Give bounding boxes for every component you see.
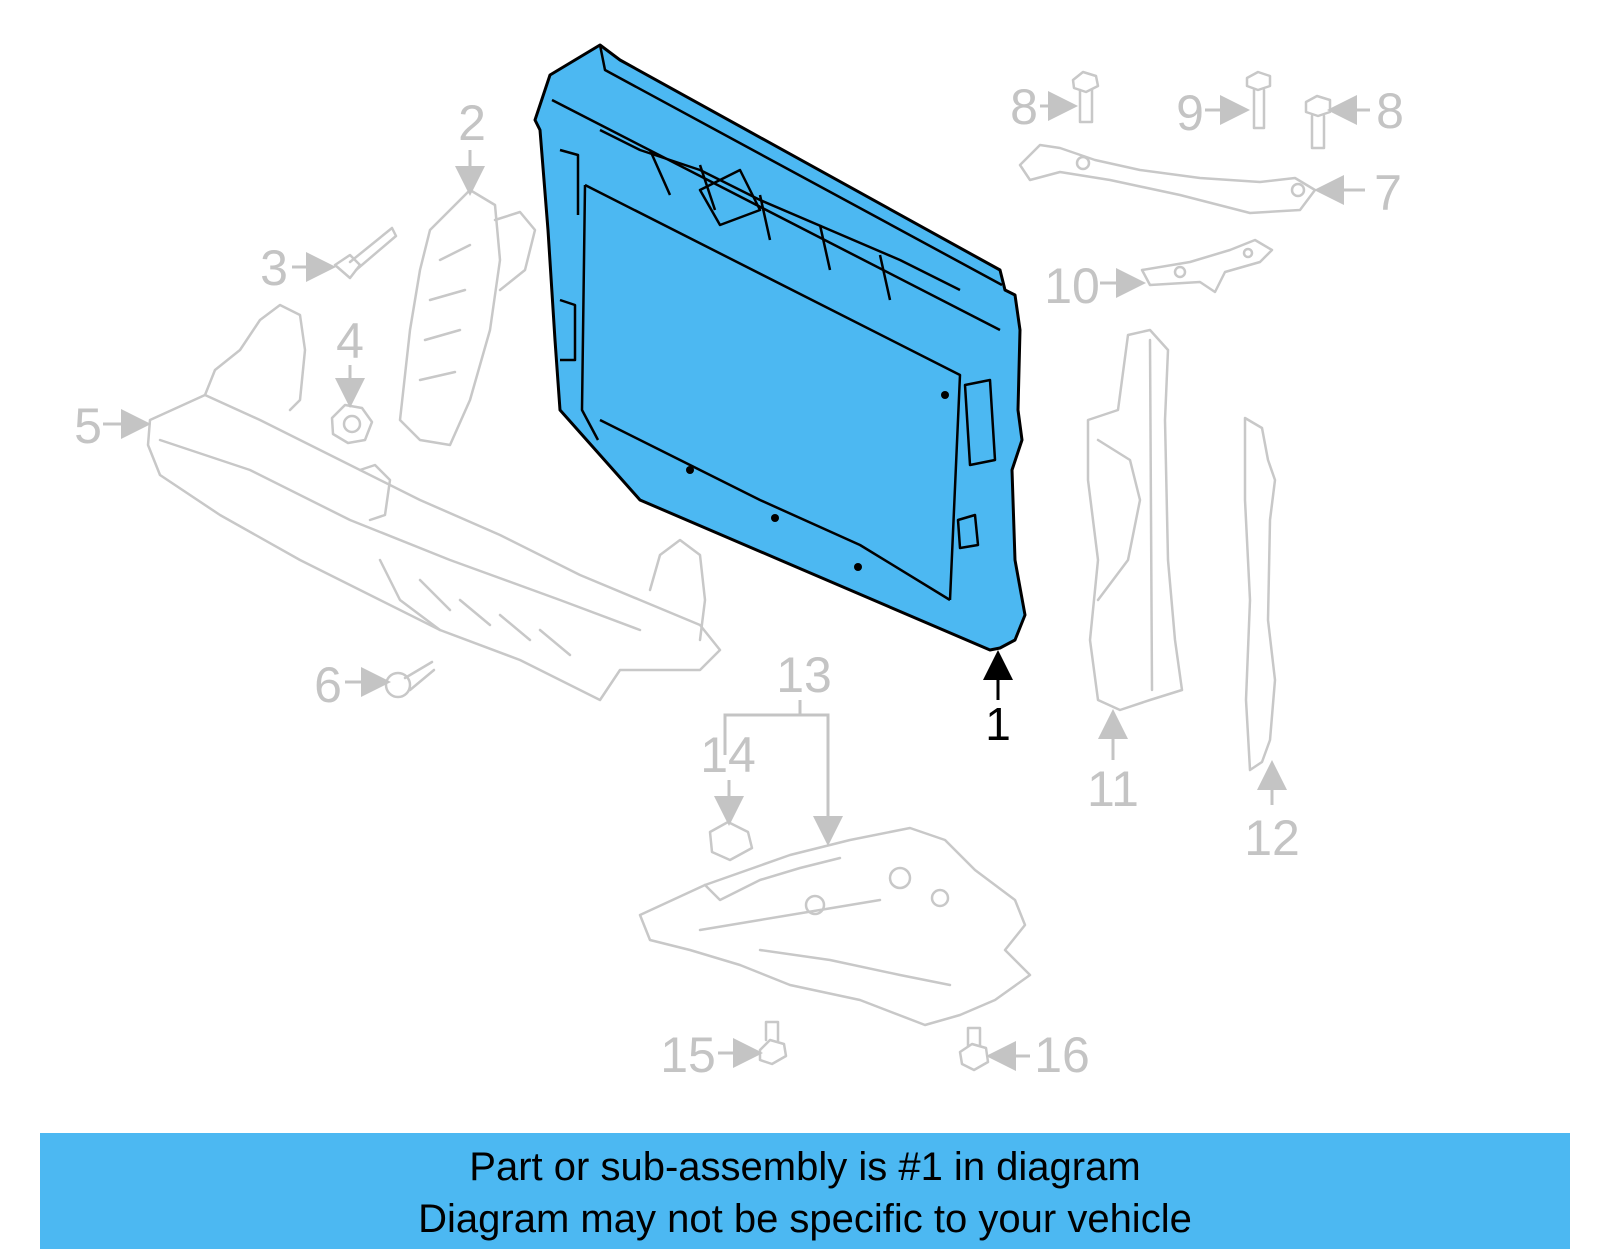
part-12-seal	[1243, 416, 1277, 772]
part-2-side-bracket	[398, 188, 537, 447]
part-5-lower-beam	[146, 303, 722, 702]
part-8-bolt-right	[1304, 94, 1332, 150]
part-13-splash-shield	[638, 826, 1032, 1027]
callout-2: 2	[458, 95, 486, 151]
part-8-bolt-left	[1071, 70, 1100, 124]
caption-banner: Part or sub-assembly is #1 in diagram Di…	[40, 1133, 1570, 1249]
callout-11: 11	[1087, 761, 1139, 817]
part-9-bolt	[1245, 70, 1272, 130]
callout-16: 16	[1034, 1027, 1090, 1083]
part-3-bolt	[333, 226, 398, 280]
callout-8-right: 8	[1376, 83, 1404, 139]
part-7-upper-bracket	[1018, 143, 1317, 215]
part-15-bolt	[758, 1020, 788, 1066]
part-1-radiator-support	[533, 43, 1027, 652]
callout-15: 15	[660, 1027, 716, 1083]
part-16-bolt	[958, 1026, 990, 1072]
part-6-screw	[384, 660, 436, 699]
part-4-nut	[330, 403, 374, 445]
callout-10: 10	[1044, 258, 1100, 314]
part-10-bracket	[1140, 238, 1274, 294]
callout-5: 5	[74, 398, 102, 454]
caption-line-2: Diagram may not be specific to your vehi…	[418, 1197, 1192, 1241]
callout-12: 12	[1244, 810, 1300, 866]
callout-14: 14	[700, 727, 756, 783]
callout-8-left: 8	[1010, 79, 1038, 135]
parts-diagram: 1 2 3 4 5 6 7 8 8 9 10 11 12 13 14 15 16	[74, 43, 1404, 1083]
callout-3: 3	[260, 240, 288, 296]
leader-lines	[103, 91, 1370, 1071]
callout-7: 7	[1374, 165, 1402, 221]
callout-9: 9	[1176, 85, 1204, 141]
callout-13: 13	[776, 647, 832, 703]
callout-1: 1	[985, 698, 1011, 750]
callout-6: 6	[314, 657, 342, 713]
caption-line-1: Part or sub-assembly is #1 in diagram	[469, 1145, 1141, 1189]
part-11-air-guide	[1086, 328, 1184, 712]
part-14-clip	[708, 820, 754, 862]
callout-4: 4	[336, 313, 364, 369]
